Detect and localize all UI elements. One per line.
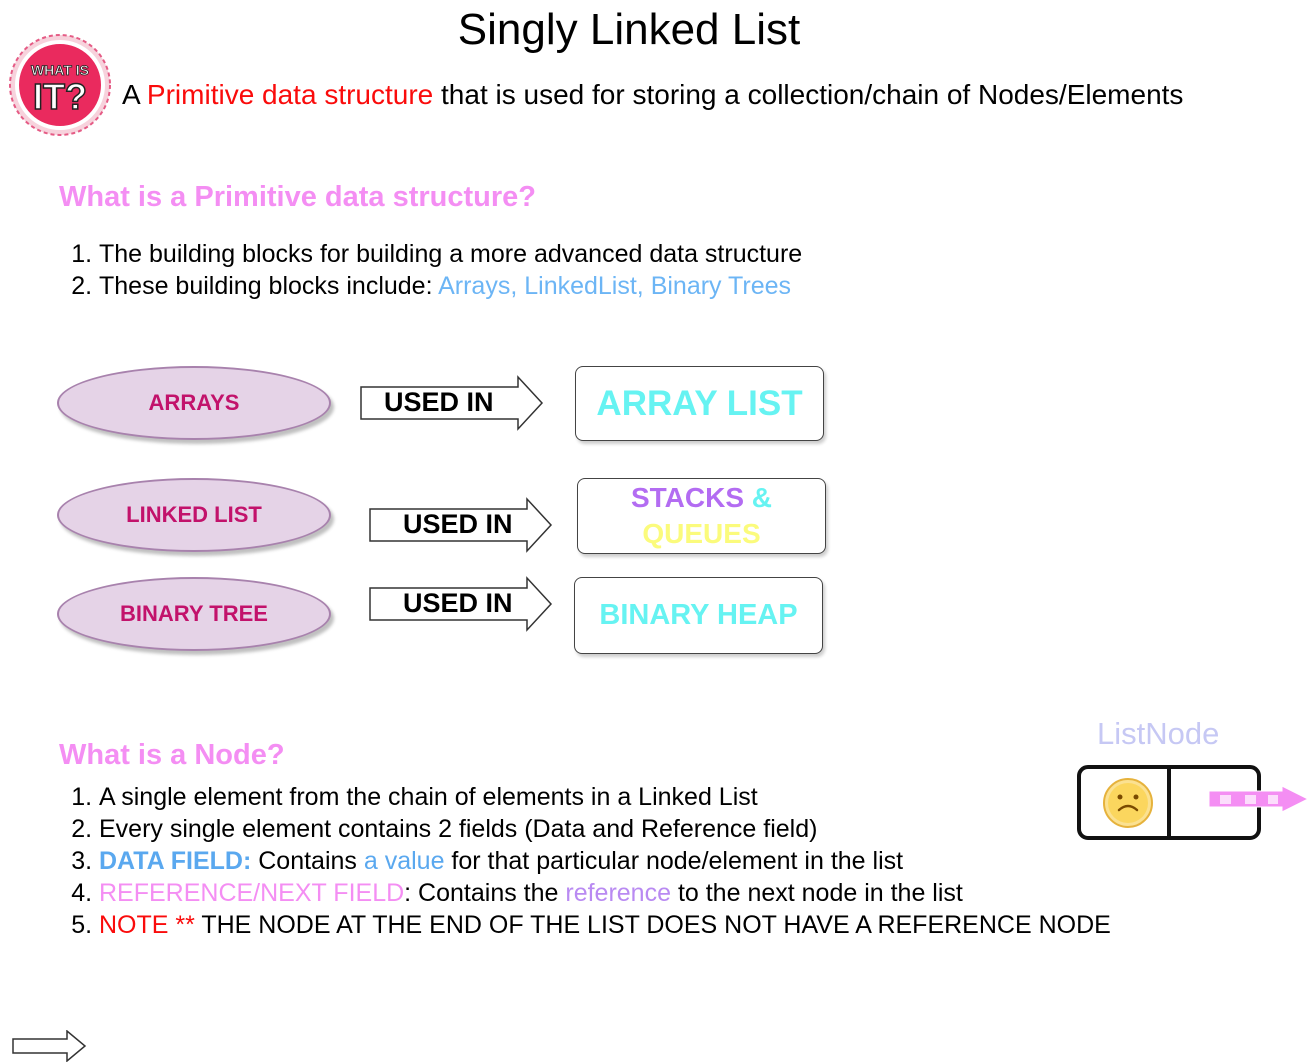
note-label: NOTE ** bbox=[99, 911, 195, 939]
section2-item-3-b: for that particular node/element in the … bbox=[444, 847, 904, 875]
section2-item-3-highlight: a value bbox=[363, 847, 445, 875]
section2-item-4-highlight: reference bbox=[565, 879, 671, 907]
section2-item-2: Every single element contains 2 fields (… bbox=[99, 813, 1111, 845]
subtitle-rest: that is used for storing a collection/ch… bbox=[433, 79, 1184, 110]
subtitle-prefix: A bbox=[122, 79, 147, 110]
ellipse-arrays-label: ARRAYS bbox=[148, 390, 240, 415]
what-is-it-badge-icon: WHAT IS IT? bbox=[9, 34, 111, 136]
smiley-face-icon bbox=[1103, 778, 1153, 828]
box-stacks-label: STACKS bbox=[630, 482, 745, 513]
box-array-list: ARRAY LIST bbox=[575, 366, 824, 441]
box-binary-heap-label: BINARY HEAP bbox=[599, 599, 798, 631]
section2-item-5: NOTE ** THE NODE AT THE END OF THE LIST … bbox=[99, 909, 1111, 941]
section1-item-2-prefix: These building blocks include: bbox=[99, 272, 439, 300]
ellipse-linked-list: LINKED LIST bbox=[57, 478, 331, 552]
section1-list: The building blocks for building a more … bbox=[59, 238, 802, 302]
section2-list: A single element from the chain of eleme… bbox=[59, 781, 1111, 941]
page-title: Singly Linked List bbox=[457, 5, 801, 54]
section2-item-1-text: A single element from the chain of eleme… bbox=[99, 783, 758, 811]
used-in-arrow-1 bbox=[360, 375, 544, 431]
section2-item-2-text: Every single element contains 2 fields (… bbox=[99, 815, 818, 843]
ellipse-arrays: ARRAYS bbox=[57, 366, 331, 440]
data-field-label: DATA FIELD: bbox=[99, 847, 252, 875]
badge-line2: IT? bbox=[33, 76, 87, 117]
ellipse-linked-list-label: LINKED LIST bbox=[126, 502, 262, 527]
section2-item-5-rest: THE NODE AT THE END OF THE LIST DOES NOT… bbox=[194, 911, 1111, 939]
section1-item-2: These building blocks include: Arrays, L… bbox=[99, 270, 802, 302]
box-binary-heap: BINARY HEAP bbox=[574, 577, 823, 654]
box-stacks-line: STACKS & bbox=[631, 480, 772, 516]
listnode-diagram bbox=[1077, 765, 1310, 840]
section2-item-4-a: : Contains the bbox=[404, 879, 566, 907]
ellipse-binary-tree-label: BINARY TREE bbox=[120, 601, 268, 626]
section2-item-4: REFERENCE/NEXT FIELD: Contains the refer… bbox=[99, 877, 1111, 909]
subtitle: A Primitive data structure that is used … bbox=[122, 78, 1183, 112]
box-queues-label: QUEUES bbox=[642, 518, 761, 549]
section1-item-1-text: The building blocks for building a more … bbox=[99, 240, 803, 268]
subtitle-highlight: Primitive data structure bbox=[146, 79, 434, 110]
decorative-arrow-icon bbox=[12, 1030, 87, 1062]
section2-item-3: DATA FIELD: Contains a value for that pa… bbox=[99, 845, 1111, 877]
used-in-arrow-2 bbox=[369, 497, 553, 553]
badge-line1: WHAT IS bbox=[31, 62, 89, 78]
section1-heading: What is a Primitive data structure? bbox=[59, 181, 537, 213]
ellipse-binary-tree: BINARY TREE bbox=[57, 577, 331, 651]
section1-item-1: The building blocks for building a more … bbox=[99, 238, 802, 270]
section2-item-3-a: Contains bbox=[251, 847, 364, 875]
listnode-label: ListNode bbox=[1097, 716, 1220, 751]
box-stacks-queues: STACKS & QUEUES bbox=[577, 478, 826, 554]
reference-field-label: REFERENCE/NEXT FIELD bbox=[99, 879, 405, 907]
used-in-label-3: USED IN bbox=[403, 588, 513, 618]
section2-item-1: A single element from the chain of eleme… bbox=[99, 781, 1111, 813]
section2-item-4-b: to the next node in the list bbox=[671, 879, 963, 907]
used-in-arrow-3 bbox=[369, 576, 553, 632]
section1-item-2-highlight: Arrays, LinkedList, Binary Trees bbox=[438, 272, 792, 300]
box-array-list-label: ARRAY LIST bbox=[596, 383, 803, 423]
box-amp-label: & bbox=[744, 482, 773, 513]
section2-heading: What is a Node? bbox=[59, 739, 285, 771]
pointer-arrow-icon bbox=[1208, 785, 1310, 813]
used-in-label-1: USED IN bbox=[384, 387, 494, 417]
used-in-label-2: USED IN bbox=[403, 509, 513, 539]
